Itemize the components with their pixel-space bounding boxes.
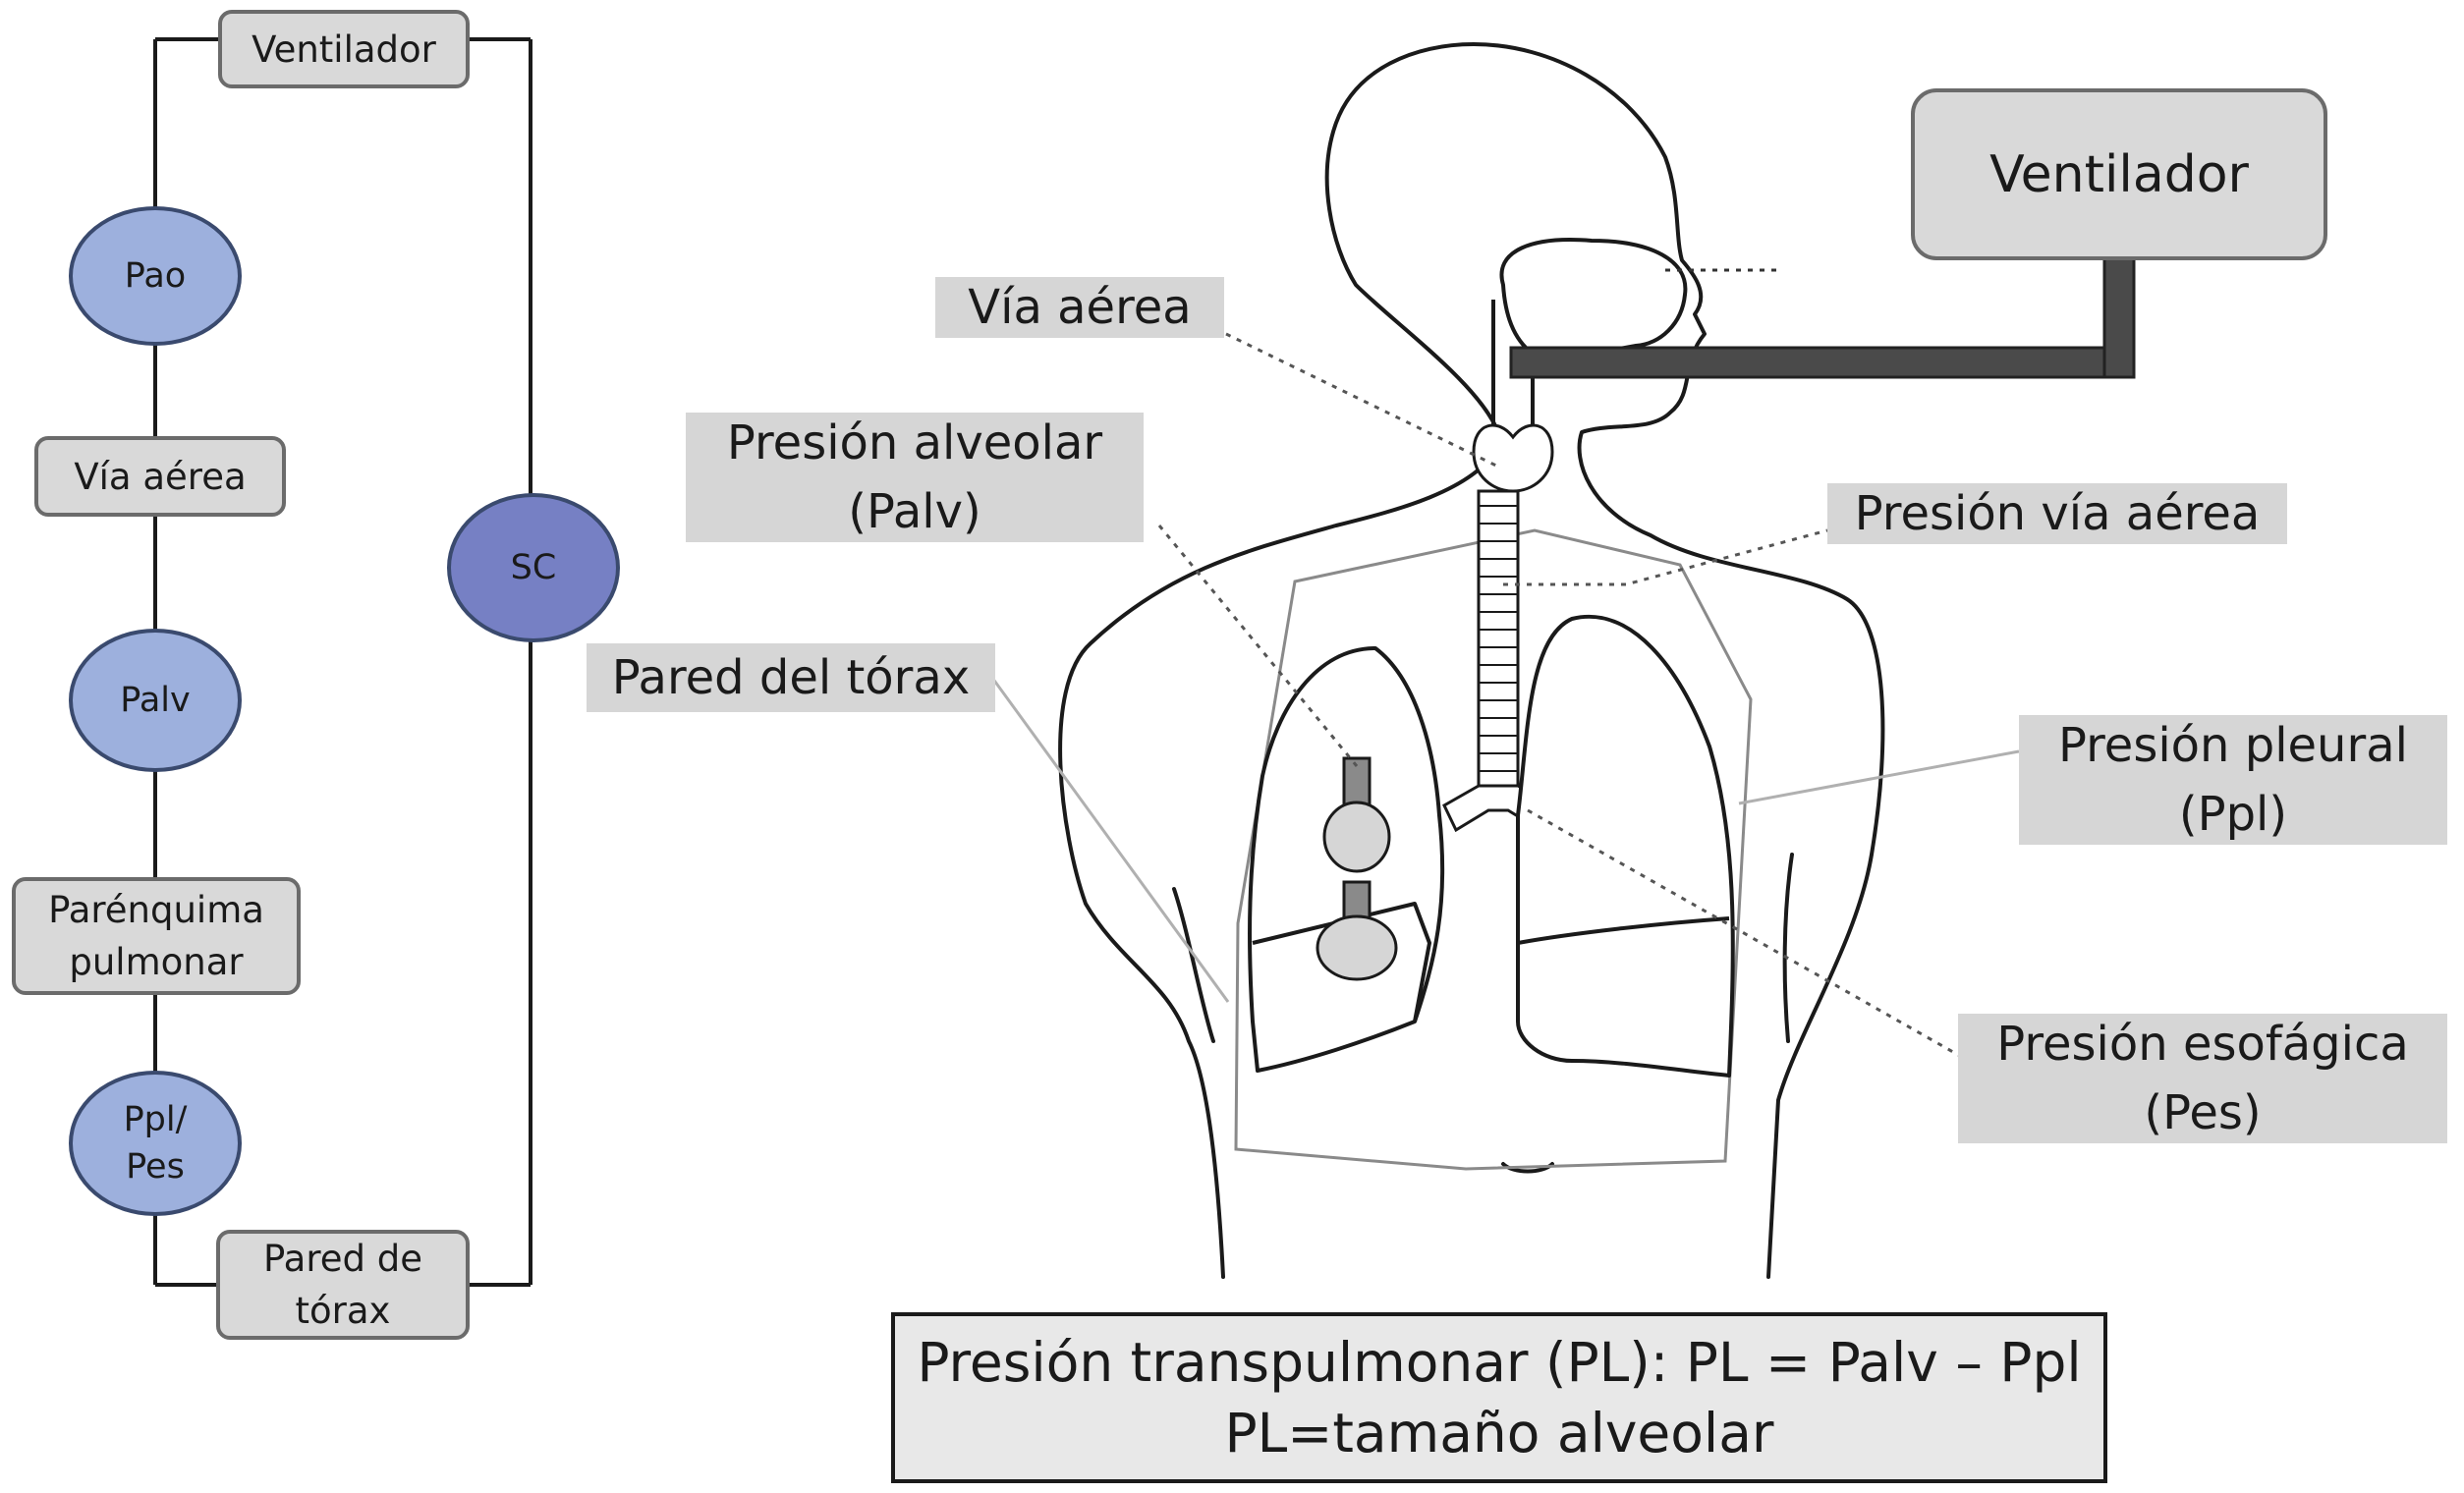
nasal-cavity [1499,238,1688,356]
left-lung [1516,614,1735,1078]
ventilator-vertical-tube [2102,248,2136,379]
esophageal-pressure-leader [1527,808,1961,1058]
pao-node: Pao [69,206,242,346]
sc-label: SC [510,548,557,587]
body-outline [1058,42,1885,1279]
circuit-chest-wall-box: Pared de tórax [216,1230,470,1340]
circuit-chest-wall-label: Pared de tórax [263,1238,422,1332]
ventilator-label: Ventilador [1989,144,2249,204]
circuit-parenchyma-label: Parénquima pulmonar [48,889,264,983]
ppl-pes-node: Ppl/ Pes [69,1071,242,1216]
pressure-balloons [1316,756,1398,981]
trachea-tube [1477,489,1520,788]
leader-lines [1157,332,1961,1058]
ventilator-box: Ventilador [1911,88,2327,260]
right-arm-line [1782,853,1794,1043]
head-profile-and-right-body [1324,42,1885,1279]
airway-pressure-label-box: Presión vía aérea [1827,483,2287,544]
chest-wall-label-box: Pared del tórax [587,643,995,712]
airway-label: Vía aérea [968,280,1192,335]
airway-leader [1225,332,1499,469]
upper-airway [1491,238,1688,464]
palv-label: Palv [120,681,191,720]
left-body [1058,430,1500,1279]
ventilator-horizontal-tube [1509,346,2136,379]
transpulmonary-formula-box: Presión transpulmonar (PL): PL = Palv – … [891,1312,2107,1483]
formula-line-1: Presión transpulmonar (PL): PL = Palv – … [917,1331,2082,1394]
formula-line-2: PL=tamaño alveolar [1224,1402,1774,1465]
upper-balloon [1322,801,1391,873]
trachea [1442,423,1554,833]
esophageal-pressure-label: Presión esofágica (Pes) [1996,1017,2409,1140]
alveolar-pressure-leader [1157,525,1359,767]
chest-wall-leader [990,677,1230,1003]
left-lung-fissure [1517,916,1730,945]
rib-cage-outline [1234,528,1753,1171]
alveolar-pressure-label: Presión alveolar (Palv) [726,415,1103,539]
larynx [1472,423,1554,493]
airway-label-box: Vía aérea [935,277,1224,338]
upper-balloon-catheter [1342,756,1372,809]
circuit-airway-label: Vía aérea [74,455,247,498]
pleural-pressure-leader [1738,749,2020,805]
chest-wall-label: Pared del tórax [611,650,971,705]
pleural-pressure-label: Presión pleural (Ppl) [2058,718,2408,842]
alveolar-pressure-label-box: Presión alveolar (Palv) [686,413,1144,542]
sc-node: SC [447,493,620,642]
airway-pressure-label: Presión vía aérea [1854,486,2261,541]
ppl-pes-label: Ppl/ Pes [123,1100,188,1187]
lower-balloon [1316,914,1398,981]
circuit-ventilator-box: Ventilador [218,10,470,88]
trachea-rings [1479,505,1518,772]
circuit-parenchyma-box: Parénquima pulmonar [12,877,301,995]
palv-node: Palv [69,629,242,772]
solid-leader-lines [990,677,2020,1003]
esophageal-pressure-label-box: Presión esofágica (Pes) [1958,1014,2447,1143]
left-arm-line [1172,887,1215,1043]
pleural-pressure-label-box: Presión pleural (Ppl) [2019,715,2447,845]
airway-pressure-leader [1503,528,1828,586]
circuit-airway-box: Vía aérea [34,436,286,517]
pao-label: Pao [124,256,187,296]
circuit-ventilator-label: Ventilador [252,28,436,71]
